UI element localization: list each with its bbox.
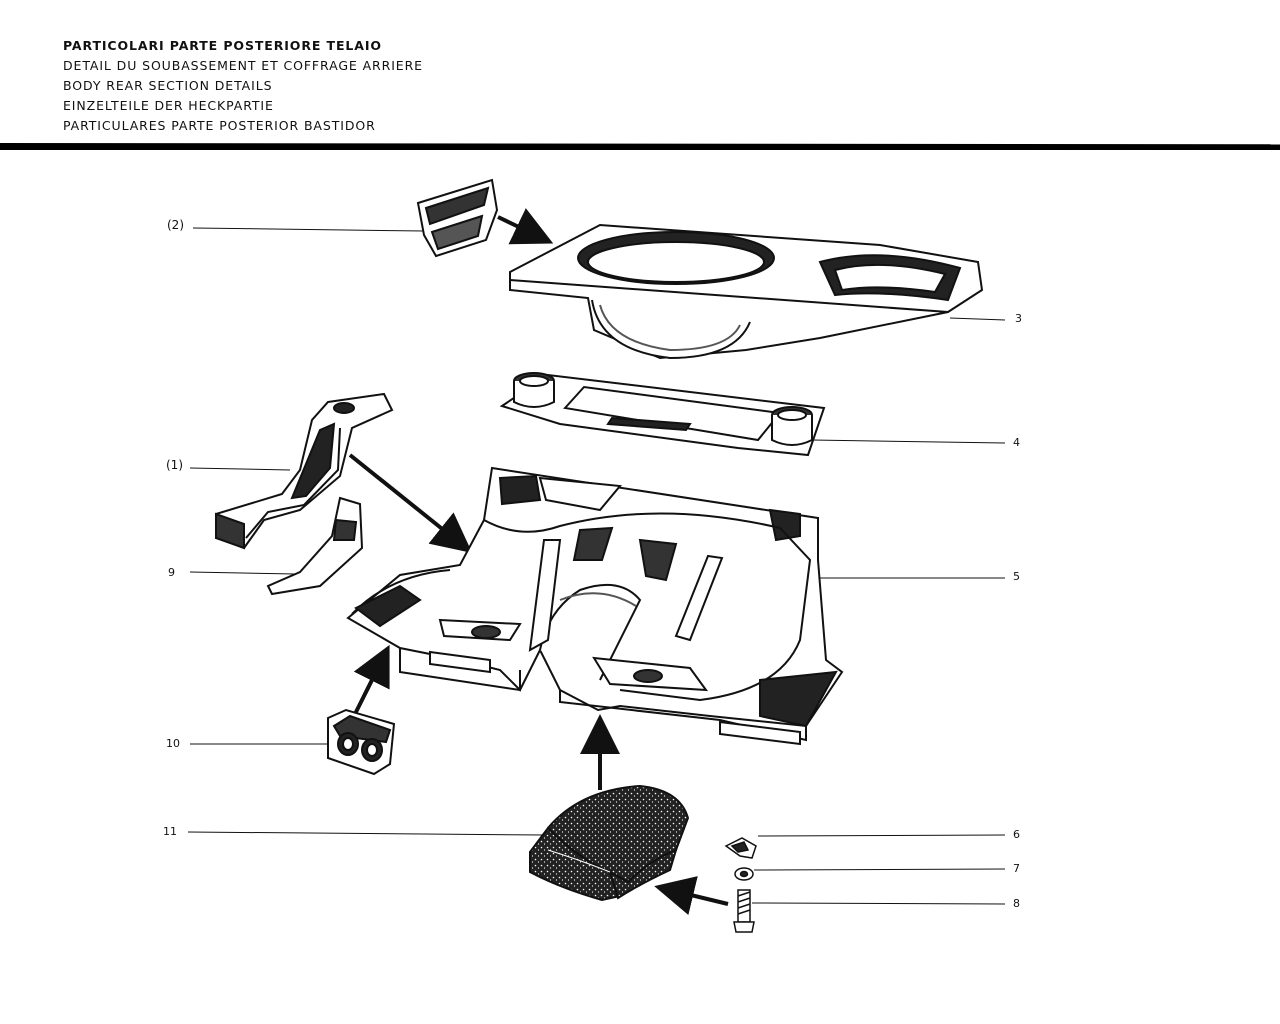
callout-part-9: 9 xyxy=(168,566,175,579)
callout-part-10: 10 xyxy=(166,737,180,750)
title-spanish: PARTICULARES PARTE POSTERIOR BASTIDOR xyxy=(63,118,376,133)
callout-part-2: (2) xyxy=(167,218,184,232)
leader-9 xyxy=(189,571,296,575)
leader-4 xyxy=(811,439,1006,444)
callout-part-1: (1) xyxy=(166,458,183,472)
arrow-1-to-5 xyxy=(348,453,473,554)
leader-8 xyxy=(751,902,1006,905)
title-english: BODY REAR SECTION DETAILS xyxy=(63,78,273,93)
part-10-grommet xyxy=(327,708,396,776)
title-german: EINZELTEILE DER HECKPARTIE xyxy=(63,98,274,113)
assembly-arrows xyxy=(348,208,729,915)
callout-part-5: 5 xyxy=(1013,570,1020,583)
title-french: DETAIL DU SOUBASSEMENT ET COFFRAGE ARRIE… xyxy=(63,58,423,73)
part-9-bracket xyxy=(266,496,364,596)
callout-part-8: 8 xyxy=(1013,897,1020,910)
part-4-frame-panel xyxy=(499,372,826,457)
leader-11 xyxy=(187,831,546,836)
callout-part-4: 4 xyxy=(1013,436,1020,449)
part-7-washer xyxy=(734,867,754,881)
leader-3 xyxy=(949,317,1006,321)
arrow-10-to-5 xyxy=(350,644,390,721)
callout-part-11: 11 xyxy=(163,825,177,838)
leader-6 xyxy=(757,834,1006,837)
part-8-screw xyxy=(733,889,755,933)
leader-1 xyxy=(189,467,291,471)
title-italian: PARTICOLARI PARTE POSTERIORE TELAIO xyxy=(63,38,382,53)
callout-part-6: 6 xyxy=(1013,828,1020,841)
leader-7 xyxy=(753,868,1006,871)
leader-lines xyxy=(187,227,1006,905)
part-5-floor-pan xyxy=(346,466,844,746)
part-2-bracket xyxy=(416,178,499,258)
header-rule xyxy=(0,143,1280,150)
title-block: PARTICOLARI PARTE POSTERIORE TELAIO DETA… xyxy=(63,36,423,136)
arrow-8-to-11 xyxy=(654,876,729,915)
part-1-longitudinal xyxy=(214,392,394,550)
callout-part-3: 3 xyxy=(1015,312,1022,325)
leader-2 xyxy=(192,227,425,232)
part-11-felt-pad xyxy=(529,784,690,902)
callout-part-7: 7 xyxy=(1013,862,1020,875)
part-3-upper-panel xyxy=(509,223,984,360)
part-6-clip xyxy=(724,837,757,859)
arrow-2-to-3 xyxy=(497,208,554,245)
